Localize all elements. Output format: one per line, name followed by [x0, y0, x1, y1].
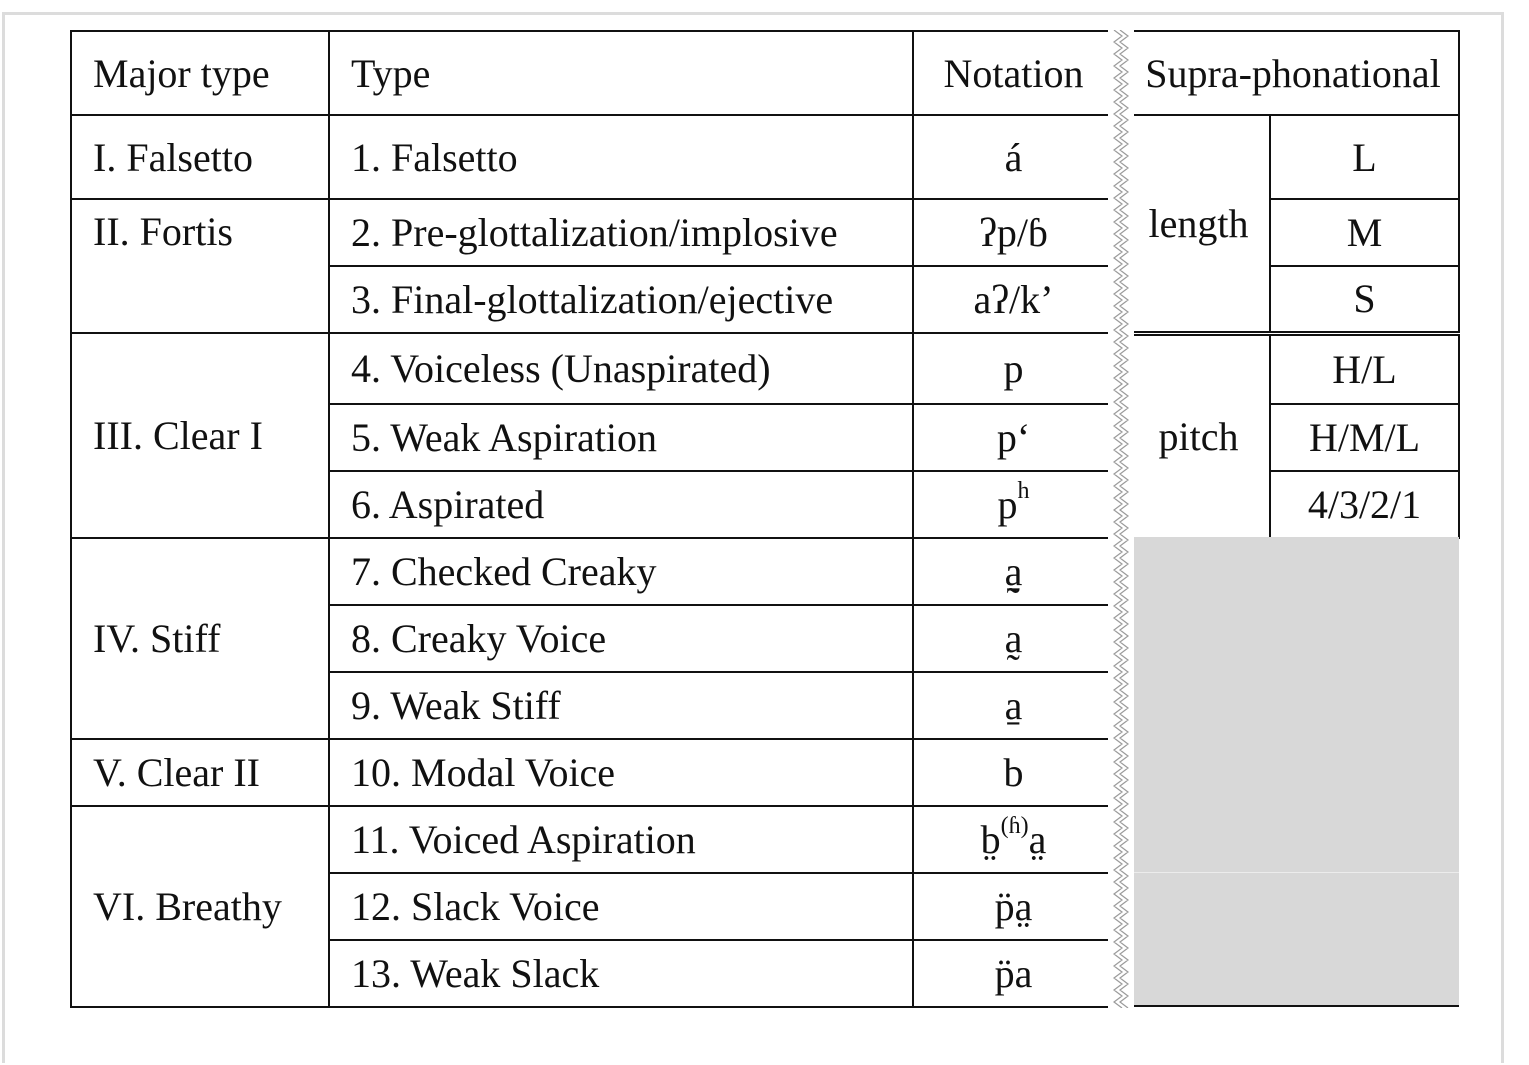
pitch-value: 4/3/2/1: [1269, 470, 1460, 539]
length-value: M: [1269, 198, 1460, 267]
length-label: length: [1128, 114, 1271, 334]
notation-cell: p̈a: [912, 939, 1113, 1008]
table-row: 5. Weak Aspiration p‘: [71, 403, 1113, 472]
notation-cell: p‘: [912, 403, 1113, 472]
length-value: L: [1269, 114, 1460, 200]
type-cell: 5. Weak Aspiration: [328, 403, 914, 472]
phonation-table: Major type Type Notation I. Falsetto 1. …: [70, 30, 1460, 1008]
header-supra-phonational: Supra-phonational: [1128, 30, 1460, 116]
pitch-value: H/L: [1269, 330, 1460, 405]
table-row: 3. Final-glottalization/ejective aʔ/k’: [71, 265, 1113, 334]
shaded-divider: [1128, 872, 1459, 873]
table-row: I. Falsetto 1. Falsetto á: [70, 114, 1113, 200]
notation-superscript: (ɦ): [1000, 812, 1029, 839]
type-cell: 11. Voiced Aspiration: [328, 805, 914, 874]
major-type-cell: I. Falsetto: [70, 114, 330, 200]
notation-cell: ʔp/ɓ: [912, 198, 1113, 267]
supra-row: pitch H/L: [1128, 330, 1460, 539]
type-cell: 6. Aspirated: [328, 470, 914, 539]
notation-cell: aʔ/k’: [912, 265, 1113, 334]
supra-row: S: [1128, 265, 1460, 334]
notation-cell: a̠: [912, 671, 1113, 740]
table-row: 13. Weak Slack p̈a: [71, 939, 1113, 1008]
major-type-cell: III. Clear I: [70, 332, 330, 539]
notation-cell: a̰: [912, 604, 1113, 673]
table-row: V. Clear II 10. Modal Voice b: [70, 738, 1113, 807]
supra-phonational-table: Supra-phonational length L M S pitch H/L…: [1128, 30, 1460, 539]
notation-cell: a̰̠: [912, 537, 1113, 606]
type-cell: 8. Creaky Voice: [328, 604, 914, 673]
pitch-value: H/M/L: [1269, 403, 1460, 472]
table-row: 8. Creaky Voice a̰: [71, 604, 1113, 673]
notation-base: b̤: [980, 817, 1001, 862]
notation-base: p: [997, 482, 1018, 527]
notation-cell: ph: [912, 470, 1113, 539]
type-cell: 12. Slack Voice: [328, 872, 914, 941]
empty-shaded-area: [1128, 537, 1459, 1007]
header-type: Type: [328, 30, 914, 116]
supra-row: H/M/L: [1128, 403, 1460, 472]
header-notation: Notation: [912, 30, 1113, 116]
table-row: 6. Aspirated ph: [71, 470, 1113, 539]
type-cell: 3. Final-glottalization/ejective: [328, 265, 914, 334]
table-row: 12. Slack Voice p̈a̤: [71, 872, 1113, 941]
notation-tail: a̤: [1028, 817, 1047, 862]
major-type-cell: IV. Stiff: [70, 537, 330, 740]
type-cell: 1. Falsetto: [328, 114, 914, 200]
table-row: II. Fortis 2. Pre-glottalization/implosi…: [70, 198, 1113, 334]
zigzag-divider: [1108, 30, 1134, 1008]
pitch-label: pitch: [1128, 330, 1271, 539]
supra-row: length L: [1128, 114, 1460, 334]
type-cell: 9. Weak Stiff: [328, 671, 914, 740]
supra-header-row: Supra-phonational: [1128, 30, 1460, 116]
supra-row: 4/3/2/1: [1128, 470, 1460, 539]
notation-cell: b̤(ɦ)a̤: [912, 805, 1113, 874]
type-cell: 4. Voiceless (Unaspirated): [328, 332, 914, 405]
notation-cell: p: [912, 332, 1113, 405]
notation-cell: p̈a̤: [912, 872, 1113, 941]
notation-cell: b: [912, 738, 1113, 807]
header-row: Major type Type Notation: [70, 30, 1113, 116]
notation-cell: á: [912, 114, 1113, 200]
table-row: III. Clear I 4. Voiceless (Unaspirated) …: [70, 332, 1113, 539]
notation-superscript: h: [1017, 477, 1030, 504]
supra-row: M: [1128, 198, 1460, 267]
type-cell: 10. Modal Voice: [328, 738, 914, 807]
type-cell: 7. Checked Creaky: [328, 537, 914, 606]
major-type-cell: II. Fortis: [70, 198, 330, 334]
table-row: 9. Weak Stiff a̠: [71, 671, 1113, 740]
major-type-cell: V. Clear II: [70, 738, 330, 807]
header-major-type: Major type: [70, 30, 330, 116]
type-cell: 2. Pre-glottalization/implosive: [328, 198, 914, 267]
phonation-type-table: Major type Type Notation I. Falsetto 1. …: [70, 30, 1113, 1008]
type-cell: 13. Weak Slack: [328, 939, 914, 1008]
length-value: S: [1269, 265, 1460, 334]
table-row: IV. Stiff 7. Checked Creaky a̰̠: [70, 537, 1113, 740]
table-row: VI. Breathy 11. Voiced Aspiration b̤(ɦ)a…: [70, 805, 1113, 1008]
page-frame: [2, 12, 1504, 1063]
major-type-cell: VI. Breathy: [70, 805, 330, 1008]
